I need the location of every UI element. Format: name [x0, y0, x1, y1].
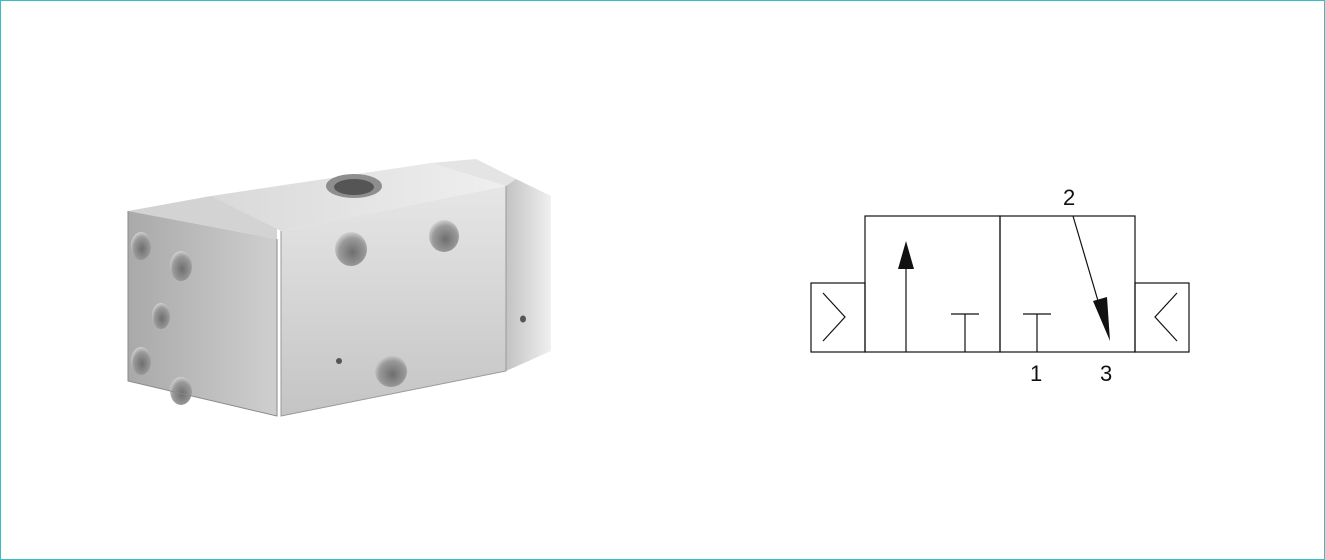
port-hole-icon — [170, 251, 192, 281]
port-label-3: 3 — [1100, 361, 1112, 386]
valve-position-left — [864, 215, 1001, 353]
right-actuator — [1134, 282, 1190, 353]
port-label-2: 2 — [1063, 185, 1075, 210]
flow-line-diagonal — [1072, 215, 1102, 312]
pilot-hole-icon — [520, 315, 526, 323]
valve-position-right — [999, 215, 1136, 353]
valve-symbol-diagram: 2 1 3 — [810, 185, 1190, 386]
pilot-hole-icon — [336, 358, 342, 364]
left-actuator — [810, 282, 866, 353]
port-hole-icon — [131, 347, 151, 375]
right-cap-front — [506, 179, 551, 371]
port-hole-icon — [375, 355, 407, 387]
port-hole-icon — [429, 220, 459, 252]
left-cap-side — [128, 211, 277, 416]
left-actuator-chevron-icon — [822, 292, 846, 342]
port-hole-icon — [131, 232, 151, 260]
flow-arrow-up-icon — [898, 241, 914, 269]
flow-arrow-down-icon — [1093, 297, 1110, 341]
port-hole-icon — [170, 377, 192, 405]
right-cap-top — [431, 159, 516, 186]
port-hole-icon — [335, 232, 367, 266]
valve-body-photo — [127, 159, 551, 417]
port-label-1: 1 — [1030, 361, 1042, 386]
port-hole-icon — [152, 303, 170, 329]
right-actuator-chevron-icon — [1154, 292, 1178, 342]
